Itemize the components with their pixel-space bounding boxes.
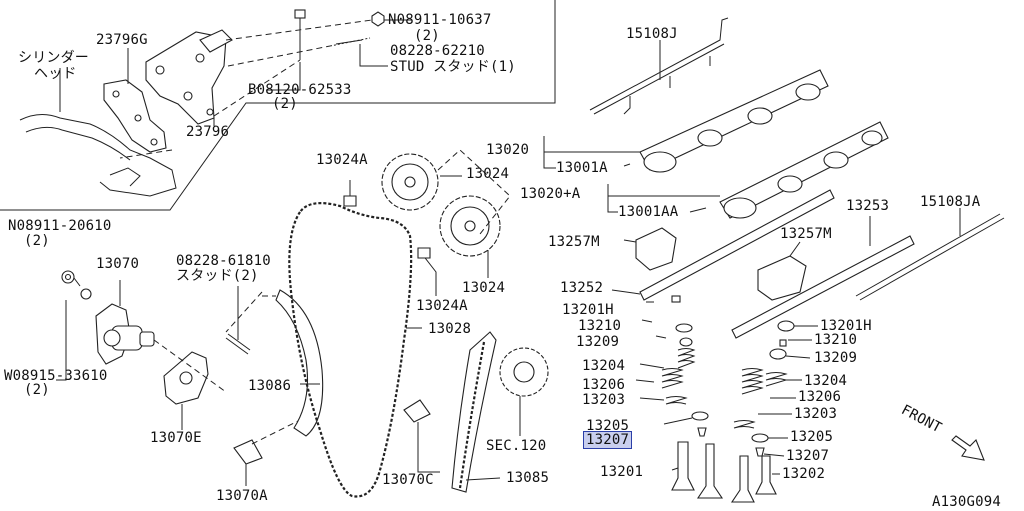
label-13070a[interactable]: 13070A	[216, 488, 268, 504]
label-13070[interactable]: 13070	[96, 256, 140, 272]
front-arrow	[951, 435, 985, 461]
label-cylinder-head-1: シリンダー	[18, 50, 89, 66]
label-13086[interactable]: 13086	[248, 378, 292, 394]
label-13020[interactable]: 13020	[486, 142, 530, 158]
label-13070c[interactable]: 13070C	[382, 472, 434, 488]
label-15108j[interactable]: 15108J	[626, 26, 678, 42]
label-w08915-33610[interactable]: W08915-33610	[4, 368, 108, 384]
label-13257m-right[interactable]: 13257M	[780, 226, 832, 242]
label-b08120-62533-qty: (2)	[272, 96, 298, 112]
label-13209-right[interactable]: 13209	[814, 350, 858, 366]
label-15108ja[interactable]: 15108JA	[920, 194, 981, 210]
label-13204-right[interactable]: 13204	[804, 373, 848, 389]
cam-sprocket-lower	[439, 195, 501, 257]
label-13024-bottom[interactable]: 13024	[462, 280, 506, 296]
bracket-23796g	[103, 79, 167, 153]
label-13001aa[interactable]: 13001AA	[618, 204, 679, 220]
inset-border	[0, 0, 556, 211]
diagram-id: A130G094	[932, 494, 1002, 510]
rocker-arm-right	[757, 241, 807, 301]
label-13028[interactable]: 13028	[428, 321, 472, 337]
inset-leaders	[127, 19, 412, 126]
slack-guide-13085	[451, 331, 501, 493]
crank-sprocket	[499, 347, 549, 436]
label-13201[interactable]: 13201	[600, 464, 644, 480]
label-13252[interactable]: 13252	[560, 280, 604, 296]
sprocket-leaders	[343, 149, 511, 296]
label-stud-1: STUD スタッド(1)	[390, 59, 516, 75]
bolt-13070a	[233, 419, 301, 486]
oil-pipe-15108j	[589, 17, 729, 115]
label-n08911-10637[interactable]: N08911-10637	[388, 12, 492, 28]
inset-fasteners	[119, 9, 385, 159]
label-13202[interactable]: 13202	[782, 466, 826, 482]
label-23796g[interactable]: 23796G	[96, 32, 148, 48]
label-stud-2: スタッド(2)	[176, 268, 259, 284]
cam-sprocket-upper	[381, 153, 439, 211]
label-13201h-right[interactable]: 13201H	[820, 318, 872, 334]
label-13001a[interactable]: 13001A	[556, 160, 608, 176]
timing-chain-13028	[288, 201, 413, 498]
label-w08915-33610-qty: (2)	[24, 382, 50, 398]
label-13257m-left[interactable]: 13257M	[548, 234, 600, 250]
label-08228-62210[interactable]: 08228-62210	[390, 43, 485, 59]
label-13203-left[interactable]: 13203	[582, 392, 626, 408]
label-n08911-20610-qty: (2)	[24, 233, 50, 249]
label-13024-top[interactable]: 13024	[466, 166, 510, 182]
label-b08120-62533[interactable]: B08120-62533	[248, 82, 352, 98]
label-23796[interactable]: 23796	[186, 124, 230, 140]
chain-guide-13086	[262, 289, 324, 437]
label-13210-right[interactable]: 13210	[814, 332, 858, 348]
label-13204-left[interactable]: 13204	[582, 358, 626, 374]
rocker-arm-left	[623, 227, 677, 271]
label-13206-right[interactable]: 13206	[798, 389, 842, 405]
label-13210-left[interactable]: 13210	[578, 318, 622, 334]
oil-pipe-15108ja	[855, 208, 1005, 301]
rocker-shaft-13253	[731, 216, 915, 339]
camshaft-lower	[719, 121, 889, 219]
label-13207-right[interactable]: 13207	[786, 448, 830, 464]
valve-stack-left	[635, 295, 724, 499]
label-13024a-bottom[interactable]: 13024A	[416, 298, 468, 314]
label-n08911-10637-qty: (2)	[414, 28, 440, 44]
label-13253[interactable]: 13253	[846, 198, 890, 214]
label-13207-left-selected[interactable]: 13207	[582, 431, 633, 449]
gasket-13070e	[163, 351, 209, 430]
label-13205-right[interactable]: 13205	[790, 429, 834, 445]
camshaft-leaders	[543, 136, 720, 213]
label-13205-left[interactable]: 13205	[586, 418, 630, 434]
label-13203-right[interactable]: 13203	[794, 406, 838, 422]
bolt-13070c	[403, 399, 440, 473]
chain-tensioner-13070	[56, 270, 155, 381]
label-cylinder-head-2: ヘッド	[34, 66, 77, 82]
label-13020-a[interactable]: 13020+A	[520, 186, 581, 202]
bracket-23796	[145, 29, 233, 125]
valve-stack-right	[730, 320, 818, 503]
label-13070e[interactable]: 13070E	[150, 430, 202, 446]
label-13206-left[interactable]: 13206	[582, 377, 626, 393]
rocker-shaft-13252	[611, 189, 835, 301]
label-08228-61810[interactable]: 08228-61810	[176, 253, 271, 269]
cylinder-head-sketch	[19, 68, 177, 197]
label-13201h-left[interactable]: 13201H	[562, 302, 614, 318]
label-n08911-20610[interactable]: N08911-20610	[8, 218, 112, 234]
label-13024a-top[interactable]: 13024A	[316, 152, 368, 168]
label-13085[interactable]: 13085	[506, 470, 550, 486]
label-13209-left[interactable]: 13209	[576, 334, 620, 350]
label-sec120[interactable]: SEC.120	[486, 438, 547, 454]
camshaft-upper	[639, 69, 829, 173]
stud-08228-61810	[153, 286, 263, 393]
